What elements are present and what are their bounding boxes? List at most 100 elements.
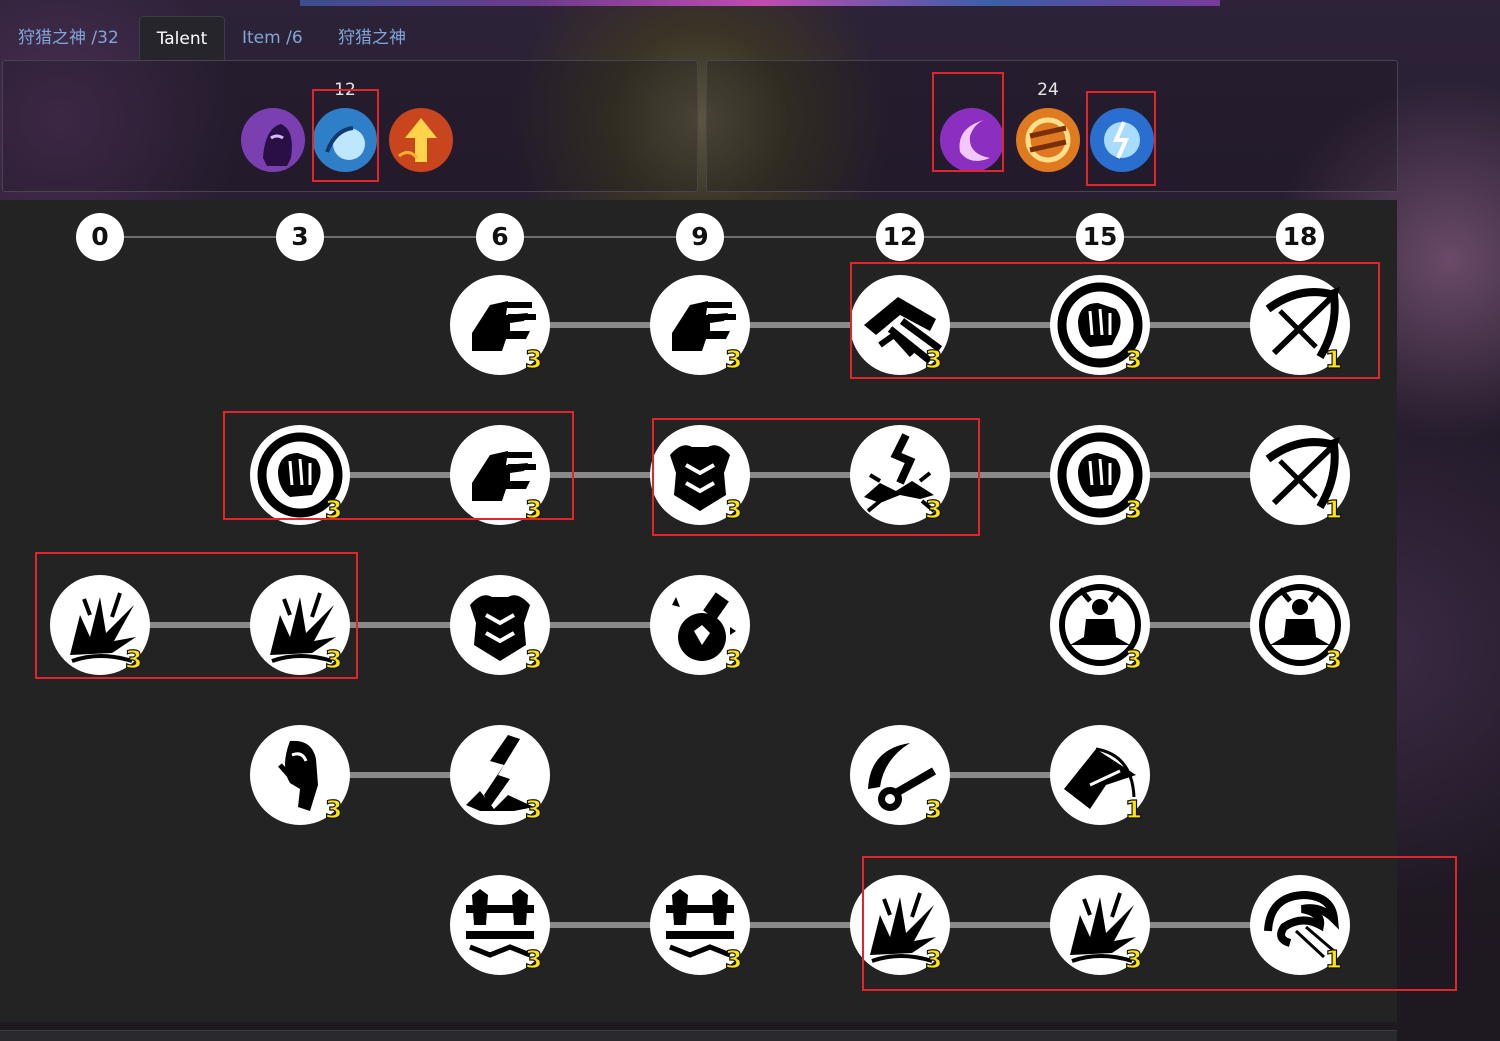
talent-node[interactable] [450, 875, 550, 975]
talent-connector [100, 622, 300, 628]
crescent-moon-skill-icon[interactable] [940, 108, 1004, 172]
talent-node[interactable] [650, 275, 750, 375]
armor-icon [470, 595, 530, 661]
crossbow-icon [1265, 287, 1340, 360]
talent-node[interactable] [850, 425, 950, 525]
talent-points-badge: 3 [124, 644, 143, 674]
fire-swirl-icon [1016, 108, 1080, 172]
talent-node[interactable] [250, 575, 350, 675]
winged-boot-icon [472, 451, 536, 501]
talent-node[interactable] [450, 275, 550, 375]
talent-points-badge: 3 [724, 494, 743, 524]
talent-points-badge: 1 [1324, 344, 1343, 374]
talent-connector [900, 322, 1100, 328]
talent-points-badge: 3 [324, 794, 343, 824]
talent-node[interactable] [1050, 425, 1150, 525]
talent-connector [1100, 472, 1300, 478]
talent-node[interactable] [1250, 575, 1350, 675]
talent-node[interactable] [1250, 425, 1350, 525]
talent-points-badge: 3 [1124, 494, 1143, 524]
talent-connector [700, 922, 900, 928]
fist-icon [257, 432, 343, 518]
rising-arrow-skill-icon[interactable] [389, 108, 453, 172]
talent-points-badge: 3 [924, 944, 943, 974]
talent-connector [700, 472, 900, 478]
ground-slam-icon [864, 433, 936, 513]
hooded-figure-icon [241, 108, 305, 172]
tab-hunting-god-builds[interactable]: 狩猎之神 /32 [18, 28, 119, 48]
explosion-icon [870, 892, 936, 963]
talent-node[interactable] [850, 725, 950, 825]
talent-connector [1100, 922, 1300, 928]
talent-node[interactable] [1250, 275, 1350, 375]
talent-points-badge: 3 [524, 944, 543, 974]
skill-level-label: 24 [1037, 80, 1059, 100]
talent-points-badge: 3 [1124, 944, 1143, 974]
talent-points-badge: 3 [1124, 344, 1143, 374]
meditation-icon [1259, 584, 1341, 666]
highlight-box [652, 418, 980, 536]
talent-points-badge: 3 [524, 794, 543, 824]
highlight-box [850, 262, 1380, 379]
warrior-squad-icon [666, 889, 734, 958]
talent-connector [300, 472, 500, 478]
talent-node[interactable] [850, 875, 950, 975]
fire-swirl-skill-icon[interactable] [1016, 108, 1080, 172]
talent-node[interactable] [650, 425, 750, 525]
water-orb-skill-icon[interactable] [313, 108, 377, 172]
talent-points-badge: 3 [924, 794, 943, 824]
talent-points-badge: 1 [1124, 794, 1143, 824]
tab-talent[interactable]: Talent [139, 16, 225, 61]
talent-node[interactable] [1050, 275, 1150, 375]
talent-connector [900, 472, 1100, 478]
talent-node[interactable] [1250, 875, 1350, 975]
talent-points-badge: 1 [1324, 944, 1343, 974]
talent-node[interactable] [50, 575, 150, 675]
lightning-strike-icon [466, 735, 534, 811]
warrior-squad-icon [466, 889, 534, 958]
tab-hunting-god[interactable]: 狩猎之神 [338, 28, 406, 48]
talent-node[interactable] [850, 275, 950, 375]
talent-node[interactable] [250, 725, 350, 825]
explosion-icon [1070, 892, 1136, 963]
talent-node[interactable] [450, 425, 550, 525]
highlight-box [35, 552, 358, 679]
hooded-figure-skill-icon[interactable] [241, 108, 305, 172]
water-orb-icon [313, 108, 377, 172]
talent-connector [1100, 622, 1300, 628]
talent-node[interactable] [450, 725, 550, 825]
explosion-icon [270, 592, 336, 663]
tab-bar: 狩猎之神 /32 Talent Item /6 狩猎之神 [0, 16, 1500, 61]
highlight-box [862, 856, 1457, 991]
talent-node[interactable] [650, 575, 750, 675]
talent-node[interactable] [1050, 875, 1150, 975]
rising-arrow-icon [389, 108, 453, 172]
talent-connector [700, 322, 900, 328]
wind-swirl-icon [1264, 890, 1339, 959]
talent-node[interactable] [1050, 725, 1150, 825]
talent-connector [500, 622, 700, 628]
talent-points-badge: 3 [724, 944, 743, 974]
tab-item[interactable]: Item /6 [242, 28, 303, 48]
talent-points-badge: 3 [924, 344, 943, 374]
crossbow-icon [1265, 437, 1340, 510]
level-marker-9: 9 [676, 213, 724, 261]
fist-icon [1057, 432, 1143, 518]
highlight-box [223, 411, 574, 520]
lightning-orb-skill-icon[interactable] [1090, 108, 1154, 172]
crescent-moon-icon [940, 108, 1004, 172]
talent-points-badge: 3 [324, 494, 343, 524]
highlight-box [312, 89, 379, 182]
talent-node[interactable] [450, 575, 550, 675]
talent-points-badge: 3 [924, 494, 943, 524]
winged-boot-icon [672, 301, 736, 351]
bottom-bar [0, 1030, 1397, 1041]
talent-node[interactable] [250, 425, 350, 525]
fist-icon [1057, 282, 1143, 368]
talent-points-badge: 3 [724, 344, 743, 374]
talent-connector [300, 772, 500, 778]
talent-node[interactable] [1050, 575, 1150, 675]
level-marker-12: 12 [876, 213, 924, 261]
talent-connector [900, 772, 1100, 778]
talent-node[interactable] [650, 875, 750, 975]
